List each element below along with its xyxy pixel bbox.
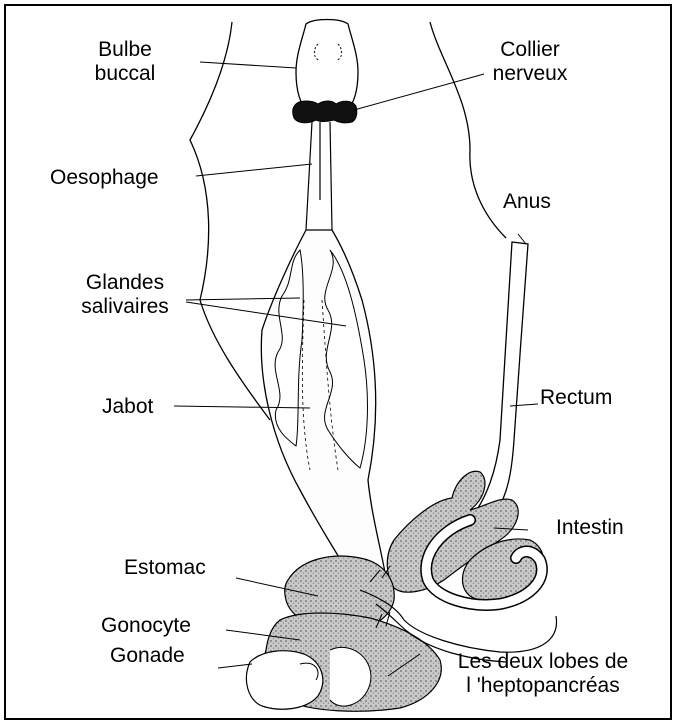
label-rectum: Rectum	[540, 386, 612, 410]
gonad	[246, 651, 322, 709]
body-outline-left	[190, 22, 270, 420]
label-glandes-salivaires: Glandes salivaires	[65, 271, 185, 319]
label-bulbe-buccal: Bulbe buccal	[70, 38, 180, 86]
label-lobes-line1: Les deux lobes de	[420, 650, 666, 674]
label-glandes-line2: salivaires	[65, 295, 185, 319]
label-gonocyte: Gonocyte	[101, 614, 191, 638]
label-gonade: Gonade	[110, 644, 185, 668]
label-glandes-line1: Glandes	[65, 271, 185, 295]
label-collier-line2: nerveux	[475, 62, 585, 86]
label-anus: Anus	[503, 190, 551, 214]
label-hepatopancreas: Les deux lobes de l 'heptopancréas	[420, 650, 666, 698]
label-lobes-line2: l 'heptopancréas	[420, 674, 666, 698]
label-bulbe-line2: buccal	[70, 62, 180, 86]
label-bulbe-line1: Bulbe	[70, 38, 180, 62]
label-collier-nerveux: Collier nerveux	[475, 38, 585, 86]
oesophagus	[306, 122, 332, 230]
label-estomac: Estomac	[124, 556, 206, 580]
nerve-collar	[293, 101, 357, 123]
salivary-gland-right	[325, 250, 368, 468]
label-jabot: Jabot	[102, 395, 153, 419]
label-oesophage: Oesophage	[50, 166, 159, 190]
buccal-bulb	[296, 20, 358, 113]
label-collier-line1: Collier	[475, 38, 585, 62]
label-intestin: Intestin	[556, 516, 624, 540]
